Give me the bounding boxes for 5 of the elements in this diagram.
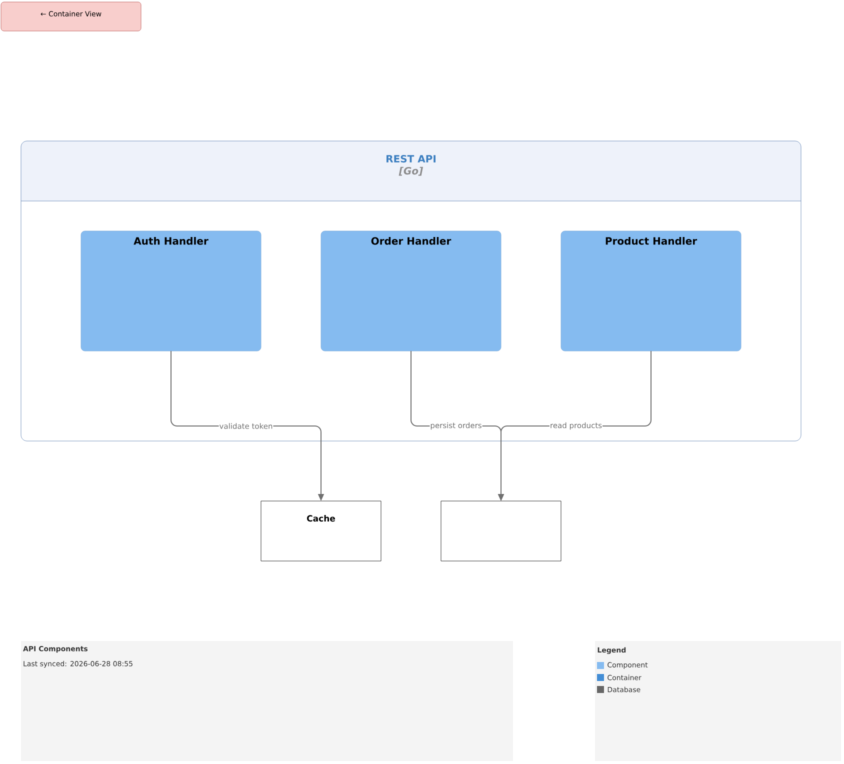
component-box: Product Handler <box>560 230 742 352</box>
component-box: Order Handler <box>320 230 502 352</box>
database-box: Cache <box>260 500 382 562</box>
database-box <box>440 500 562 562</box>
component-box: Auth Handler <box>80 230 262 352</box>
